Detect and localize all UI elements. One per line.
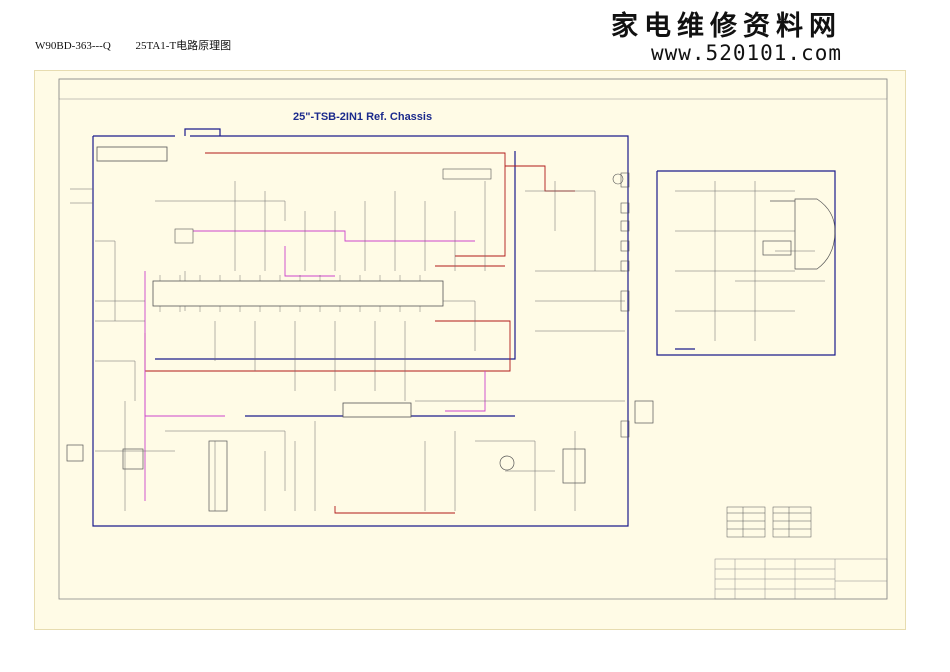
main-ic bbox=[152, 275, 444, 312]
crystal-module bbox=[174, 228, 194, 244]
brand-name: 家电维修资料网 bbox=[611, 11, 842, 42]
power-supply-section bbox=[66, 400, 654, 512]
red-signal-traces bbox=[144, 152, 575, 514]
brand-url: www.520101.com bbox=[650, 41, 842, 65]
wiring bbox=[70, 181, 825, 511]
main-board-outline bbox=[92, 128, 629, 527]
tuner-module bbox=[96, 146, 168, 162]
schematic-sheet: 25"-TSB-2IN1 Ref. Chassis bbox=[34, 70, 906, 630]
chassis-document-name: 25TA1-T电路原理图 bbox=[135, 40, 232, 52]
model-number: W90BD-363---Q bbox=[35, 40, 111, 52]
crt-board-outline bbox=[656, 170, 836, 356]
right-edge-connectors bbox=[612, 172, 630, 438]
audio-ic bbox=[342, 402, 412, 418]
schematic-title: 25"-TSB-2IN1 Ref. Chassis bbox=[293, 111, 432, 123]
spec-tables bbox=[726, 506, 812, 538]
frame-header-band bbox=[58, 78, 888, 100]
schematic-drawing: 25"-TSB-2IN1 Ref. Chassis bbox=[58, 78, 888, 600]
title-block bbox=[714, 558, 888, 600]
connector-block bbox=[442, 168, 492, 180]
brand-watermark: 家电维修资料网 www.520101.com bbox=[611, 4, 842, 65]
crt-socket bbox=[762, 198, 836, 270]
document-header: W90BD-363---Q 25TA1-T电路原理图 bbox=[35, 37, 253, 53]
